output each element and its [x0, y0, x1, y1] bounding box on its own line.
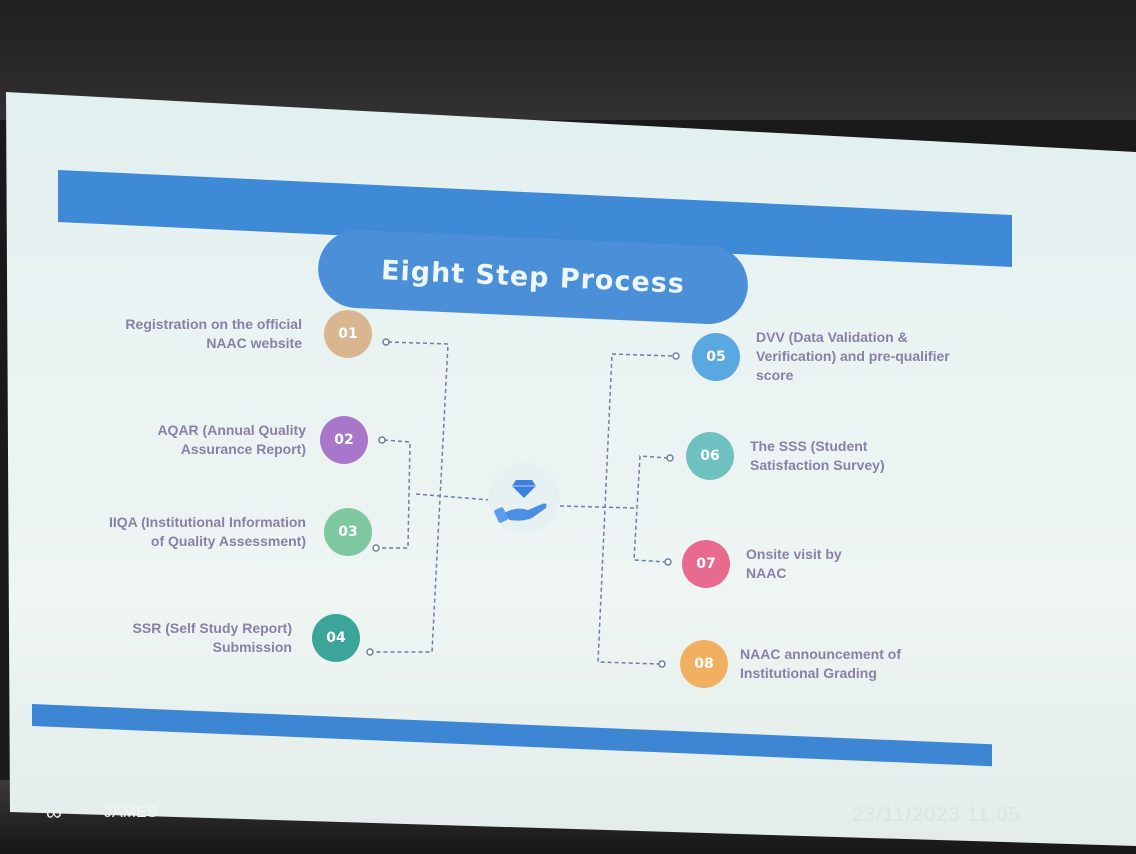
node-02 [378, 436, 386, 444]
node-08 [658, 660, 666, 668]
step-04-label: SSR (Self Study Report) Submission [132, 620, 292, 655]
step-05: 05 DVV (Data Validation & Verification) … [692, 328, 956, 385]
connector-01-04 [372, 341, 449, 653]
camera-watermark-name: JAMES [104, 804, 158, 821]
connector-right-center [559, 505, 637, 509]
photo-timestamp: 23/11/2023 11:05 [852, 804, 1021, 826]
step-06-badge: 06 [686, 432, 734, 480]
center-icon [488, 462, 560, 534]
step-01: Registration on the official NAAC websit… [118, 310, 372, 358]
camera-logo-icon: ∞ [46, 800, 62, 825]
step-01-label: Registration on the official NAAC websit… [125, 316, 302, 351]
step-05-label: DVV (Data Validation & Verification) and… [756, 329, 950, 383]
step-08: 08 NAAC announcement of Institutional Gr… [680, 640, 930, 688]
node-06 [666, 454, 674, 462]
step-08-badge: 08 [680, 640, 728, 688]
step-02-badge: 02 [320, 416, 368, 464]
step-06-label: The SSS (Student Satisfaction Survey) [750, 438, 885, 473]
step-07-badge: 07 [682, 540, 730, 588]
step-02: AQAR (Annual Quality Assurance Report) 0… [112, 416, 368, 464]
step-07: 07 Onsite visit by NAAC [682, 540, 876, 588]
step-05-badge: 05 [692, 332, 740, 381]
connector-left-center [415, 493, 491, 501]
step-07-label: Onsite visit by NAAC [746, 546, 842, 581]
step-03-badge: 03 [324, 508, 372, 556]
diamond-hand-icon [494, 480, 547, 523]
node-05 [672, 352, 680, 360]
step-04: SSR (Self Study Report) Submission 04 [128, 614, 360, 662]
step-01-badge: 01 [324, 310, 372, 358]
connector-02-03 [378, 439, 411, 549]
node-03 [372, 544, 380, 552]
step-06: 06 The SSS (Student Satisfaction Survey) [686, 432, 910, 480]
step-08-label: NAAC announcement of Institutional Gradi… [740, 646, 901, 681]
step-02-label: AQAR (Annual Quality Assurance Report) [157, 422, 306, 457]
photo-dark-top [0, 0, 1136, 120]
node-07 [664, 558, 672, 566]
connector-06-07 [633, 455, 669, 563]
step-03: IIQA (Institutional Information of Quali… [100, 508, 372, 556]
step-04-badge: 04 [312, 614, 360, 662]
step-03-label: IIQA (Institutional Information of Quali… [108, 514, 306, 549]
node-01 [382, 338, 390, 346]
node-04 [366, 648, 374, 656]
connector-05-08 [597, 353, 673, 665]
